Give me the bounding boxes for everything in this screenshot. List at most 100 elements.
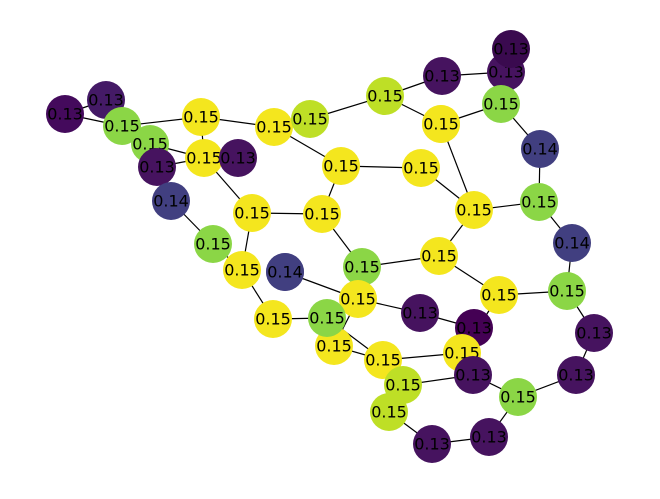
graph-node: 0.15 (548, 272, 586, 310)
node-label: 0.15 (344, 258, 380, 277)
node-circle (401, 294, 439, 332)
node-label: 0.14 (153, 192, 189, 211)
graph-node: 0.14 (553, 224, 591, 262)
node-label: 0.13 (576, 324, 612, 343)
node-label: 0.15 (365, 351, 401, 370)
node-circle (420, 237, 458, 275)
node-circle (455, 191, 493, 229)
node-circle (103, 107, 141, 145)
node-label: 0.15 (421, 247, 457, 266)
node-circle (233, 194, 271, 232)
node-label: 0.15 (340, 290, 376, 309)
node-label: 0.15 (304, 205, 340, 224)
node-label: 0.15 (323, 157, 359, 176)
graph-node: 0.15 (322, 147, 360, 185)
node-circle (339, 280, 377, 318)
graph-node: 0.14 (266, 253, 304, 291)
graph-node: 0.15 (402, 149, 440, 187)
node-circle (322, 147, 360, 185)
node-label: 0.15 (500, 388, 536, 407)
node-circle (557, 356, 595, 394)
node-circle (194, 225, 232, 263)
graph-node: 0.15 (339, 280, 377, 318)
graph-node: 0.15 (233, 194, 271, 232)
graph-node: 0.15 (182, 98, 220, 136)
node-label: 0.15 (367, 87, 403, 106)
node-circle (266, 253, 304, 291)
graph-node: 0.15 (480, 276, 518, 314)
graph-node: 0.15 (520, 183, 558, 221)
node-label: 0.15 (316, 337, 352, 356)
node-label: 0.13 (493, 40, 529, 59)
node-label: 0.15 (292, 110, 328, 129)
graph-node: 0.15 (185, 139, 223, 177)
node-circle (480, 276, 518, 314)
graph-node: 0.13 (413, 425, 451, 463)
node-circle (254, 300, 292, 338)
graph-node: 0.13 (219, 139, 257, 177)
graph-node: 0.13 (46, 95, 84, 133)
node-circle (303, 195, 341, 233)
node-label: 0.13 (139, 158, 175, 177)
graph-node: 0.15 (223, 251, 261, 289)
graph-node: 0.15 (366, 77, 404, 115)
node-label: 0.14 (522, 140, 558, 159)
graph-node: 0.14 (152, 182, 190, 220)
graph-node: 0.15 (291, 100, 329, 138)
node-circle (521, 130, 559, 168)
node-label: 0.15 (549, 282, 585, 301)
node-label: 0.15 (403, 159, 439, 178)
node-label: 0.13 (456, 319, 492, 338)
graph-node: 0.15 (308, 299, 346, 337)
node-label: 0.15 (483, 95, 519, 114)
graph-node: 0.15 (422, 105, 460, 143)
node-label: 0.13 (414, 435, 450, 454)
node-label: 0.13 (558, 366, 594, 385)
graph-node: 0.13 (138, 148, 176, 186)
node-label: 0.13 (455, 366, 491, 385)
node-label: 0.15 (371, 403, 407, 422)
graph-node: 0.13 (575, 314, 613, 352)
graph-node: 0.15 (103, 107, 141, 145)
node-circle (413, 425, 451, 463)
graph-node: 0.15 (482, 85, 520, 123)
node-label: 0.13 (47, 105, 83, 124)
node-circle (343, 248, 381, 286)
node-circle (291, 100, 329, 138)
node-label: 0.15 (256, 118, 292, 137)
node-circle (470, 418, 508, 456)
node-label: 0.15 (104, 117, 140, 136)
node-circle (182, 98, 220, 136)
node-label: 0.15 (195, 235, 231, 254)
graph-node: 0.13 (470, 418, 508, 456)
node-label: 0.13 (220, 149, 256, 168)
node-label: 0.15 (186, 149, 222, 168)
graph-node: 0.13 (401, 294, 439, 332)
graph-node: 0.15 (303, 195, 341, 233)
node-label: 0.13 (88, 91, 124, 110)
node-circle (492, 30, 530, 68)
node-label: 0.15 (423, 115, 459, 134)
graph-node: 0.15 (255, 108, 293, 146)
graph-node: 0.13 (454, 356, 492, 394)
node-circle (575, 314, 613, 352)
node-circle (152, 182, 190, 220)
node-label: 0.13 (424, 67, 460, 86)
node-circle (366, 77, 404, 115)
node-circle (520, 183, 558, 221)
node-label: 0.14 (267, 263, 303, 282)
graph-node: 0.15 (455, 191, 493, 229)
node-label: 0.15 (255, 310, 291, 329)
node-circle (185, 139, 223, 177)
node-label: 0.15 (234, 204, 270, 223)
node-label: 0.15 (183, 108, 219, 127)
node-circle (255, 108, 293, 146)
node-circle (370, 393, 408, 431)
graph-node: 0.13 (492, 30, 530, 68)
node-circle (402, 149, 440, 187)
node-label: 0.15 (224, 261, 260, 280)
node-circle (308, 299, 346, 337)
node-circle (548, 272, 586, 310)
graph-node: 0.15 (420, 237, 458, 275)
